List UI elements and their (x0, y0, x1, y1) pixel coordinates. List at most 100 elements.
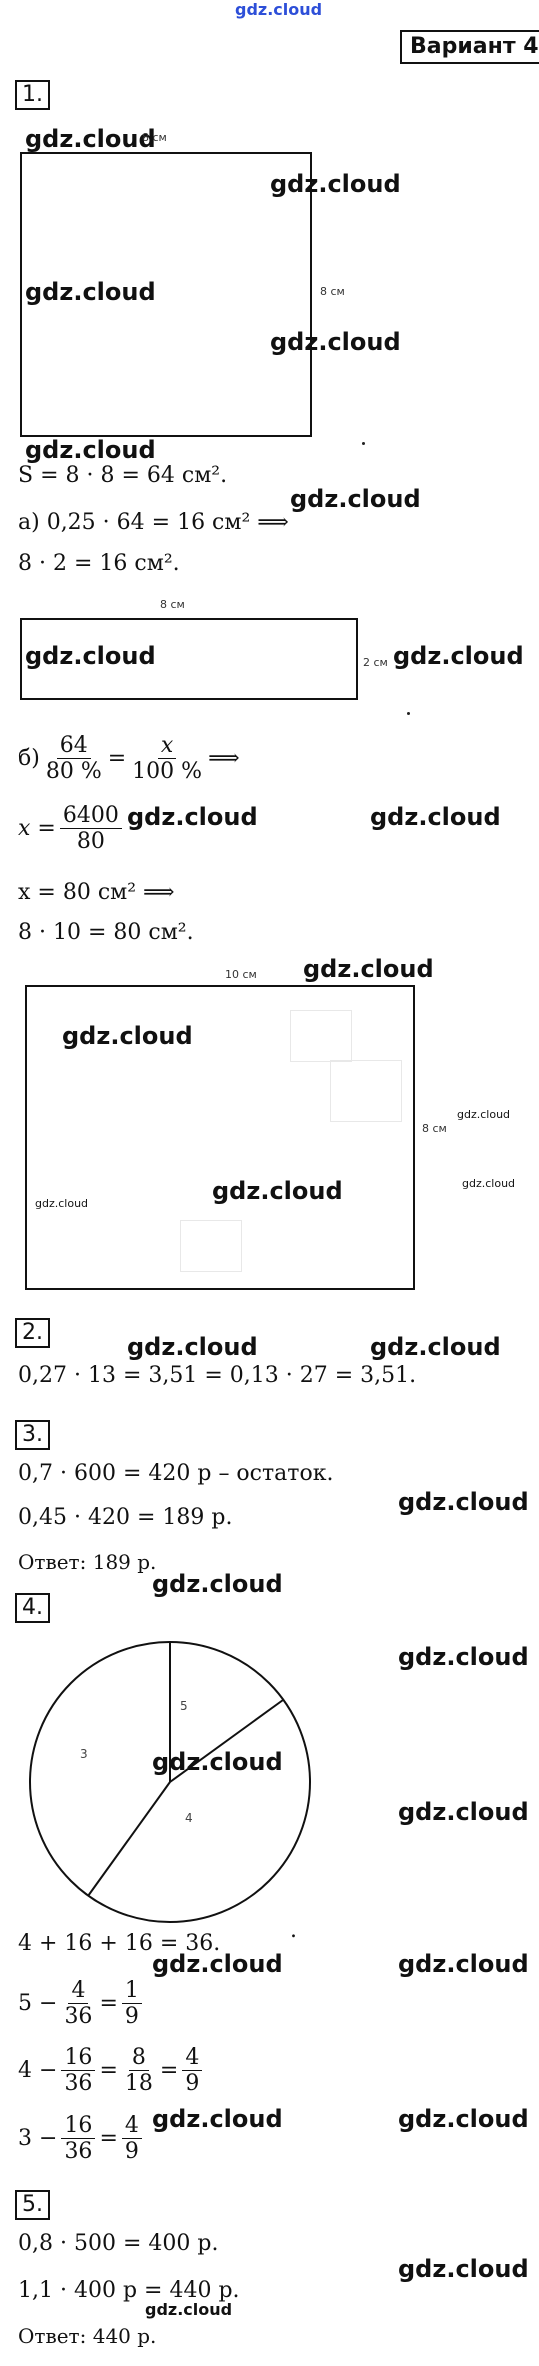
area-line: S = 8 · 8 = 64 см². (18, 463, 228, 488)
pie-label-4: 4 (185, 1811, 193, 1825)
row-prefix: 5 − (18, 1990, 58, 2016)
equals-sign: = (99, 2057, 118, 2083)
watermark: gdz.cloud (25, 278, 156, 306)
watermark-small: gdz.cloud (35, 1197, 89, 1210)
task-2-line: 0,27 · 13 = 3,51 = 0,13 · 27 = 3,51. (18, 1363, 417, 1388)
task-5-number: 5. (15, 2190, 50, 2220)
watermark: gdz.cloud (25, 642, 156, 670)
fraction-denominator: 36 (64, 2071, 93, 2097)
part-a-line: а) 0,25 · 64 = 16 см² ⟹ (18, 510, 289, 535)
fraction-denominator: 80 (76, 829, 105, 855)
task-1-number: 1. (15, 80, 50, 110)
watermark: gdz.cloud (25, 436, 156, 464)
faint-grid-artifact (180, 1220, 242, 1272)
fraction-numerator: 4 (68, 1978, 89, 2005)
watermark: gdz.cloud (398, 2105, 529, 2133)
pie-divider (169, 1699, 284, 1783)
fraction-denominator: 36 (64, 2139, 93, 2165)
watermark: gdz.cloud (398, 1950, 529, 1978)
square-figure (20, 152, 312, 437)
fraction-numerator: 4 (121, 2113, 142, 2140)
fraction-denominator: 100 % (132, 759, 203, 785)
fraction-numerator: 4 (182, 2045, 203, 2072)
fraction-numerator: 16 (61, 2113, 96, 2140)
x-solution: x = 6400 80 (18, 803, 122, 855)
watermark: gdz.cloud (62, 1022, 193, 1050)
row-prefix: 4 − (18, 2057, 58, 2083)
rect-b-top-label: 10 см (225, 968, 257, 981)
square-top-label: 8 см (142, 131, 167, 144)
fraction: 6400 80 (59, 803, 122, 855)
watermark: gdz.cloud (398, 1643, 529, 1671)
faint-grid-artifact (330, 1060, 402, 1122)
fraction-numerator: 8 (128, 2045, 149, 2072)
watermark-small: gdz.cloud (457, 1108, 511, 1121)
fraction-denominator: 9 (124, 2139, 139, 2165)
watermark: gdz.cloud (152, 1570, 283, 1598)
equals-sign: = (159, 2057, 179, 2083)
pie-divider (87, 1781, 171, 1897)
check-line: 8 · 10 = 80 см². (18, 920, 194, 945)
watermark-top: gdz.cloud (235, 0, 323, 19)
faint-grid-artifact (290, 1010, 352, 1062)
task-2-number: 2. (15, 1318, 50, 1348)
fraction-numerator: x (157, 733, 177, 760)
task-5-answer: Ответ: 440 р. (18, 2324, 157, 2348)
task-3-answer: Ответ: 189 р. (18, 1550, 157, 1574)
rectangle-b-figure (25, 985, 415, 1290)
watermark: gdz.cloud (152, 1748, 283, 1776)
watermark: gdz.cloud (152, 2105, 283, 2133)
fraction-denominator: 9 (124, 2004, 139, 2030)
pie-label-5: 5 (180, 1699, 188, 1713)
watermark: gdz.cloud (393, 642, 524, 670)
equals-sign: = (107, 745, 127, 771)
fraction-numerator: 6400 (59, 803, 122, 830)
rect-b-side-label: 8 см (422, 1122, 447, 1135)
watermark: gdz.cloud (290, 485, 421, 513)
task-5-line-2: 1,1 · 400 р = 440 р. (18, 2278, 240, 2303)
watermark: gdz.cloud (398, 1488, 529, 1516)
fraction-denominator: 9 (185, 2071, 200, 2097)
watermark: gdz.cloud (25, 125, 156, 153)
watermark: gdz.cloud (145, 2300, 233, 2319)
watermark: gdz.cloud (398, 1798, 529, 1826)
watermark: gdz.cloud (370, 1333, 501, 1361)
fraction-numerator: 64 (56, 733, 91, 760)
rect-a-top-label: 8 см (160, 598, 185, 611)
watermark: gdz.cloud (270, 170, 401, 198)
watermark: gdz.cloud (127, 1333, 258, 1361)
stray-dot (407, 712, 410, 715)
fraction-denominator: 80 % (45, 759, 102, 785)
watermark: gdz.cloud (398, 2255, 529, 2283)
task-4-sum: 4 + 16 + 16 = 36. (18, 1931, 221, 1956)
watermark: gdz.cloud (152, 1950, 283, 1978)
watermark: gdz.cloud (370, 803, 501, 831)
part-b-prefix: б) (18, 745, 40, 771)
watermark-small: gdz.cloud (462, 1177, 516, 1190)
watermark: gdz.cloud (127, 803, 258, 831)
fraction-denominator: 36 (64, 2004, 93, 2030)
watermark: gdz.cloud (303, 955, 434, 983)
fraction-denominator: 18 (124, 2071, 153, 2097)
equals-sign: = (99, 2125, 118, 2151)
fraction: x 100 % (129, 733, 205, 785)
task-4-number: 4. (15, 1593, 50, 1623)
fraction-numerator: 1 (121, 1978, 142, 2005)
x-result: x = 80 см² ⟹ (18, 880, 175, 905)
stray-dot: . (290, 1918, 297, 1943)
watermark: gdz.cloud (270, 328, 401, 356)
x-prefix: x = (18, 815, 56, 841)
task-3-number: 3. (15, 1420, 50, 1450)
task-3-line-2: 0,45 · 420 = 189 р. (18, 1505, 233, 1530)
rect-a-side-label: 2 см (363, 656, 388, 669)
variant-badge: Вариант 4 (400, 30, 539, 64)
